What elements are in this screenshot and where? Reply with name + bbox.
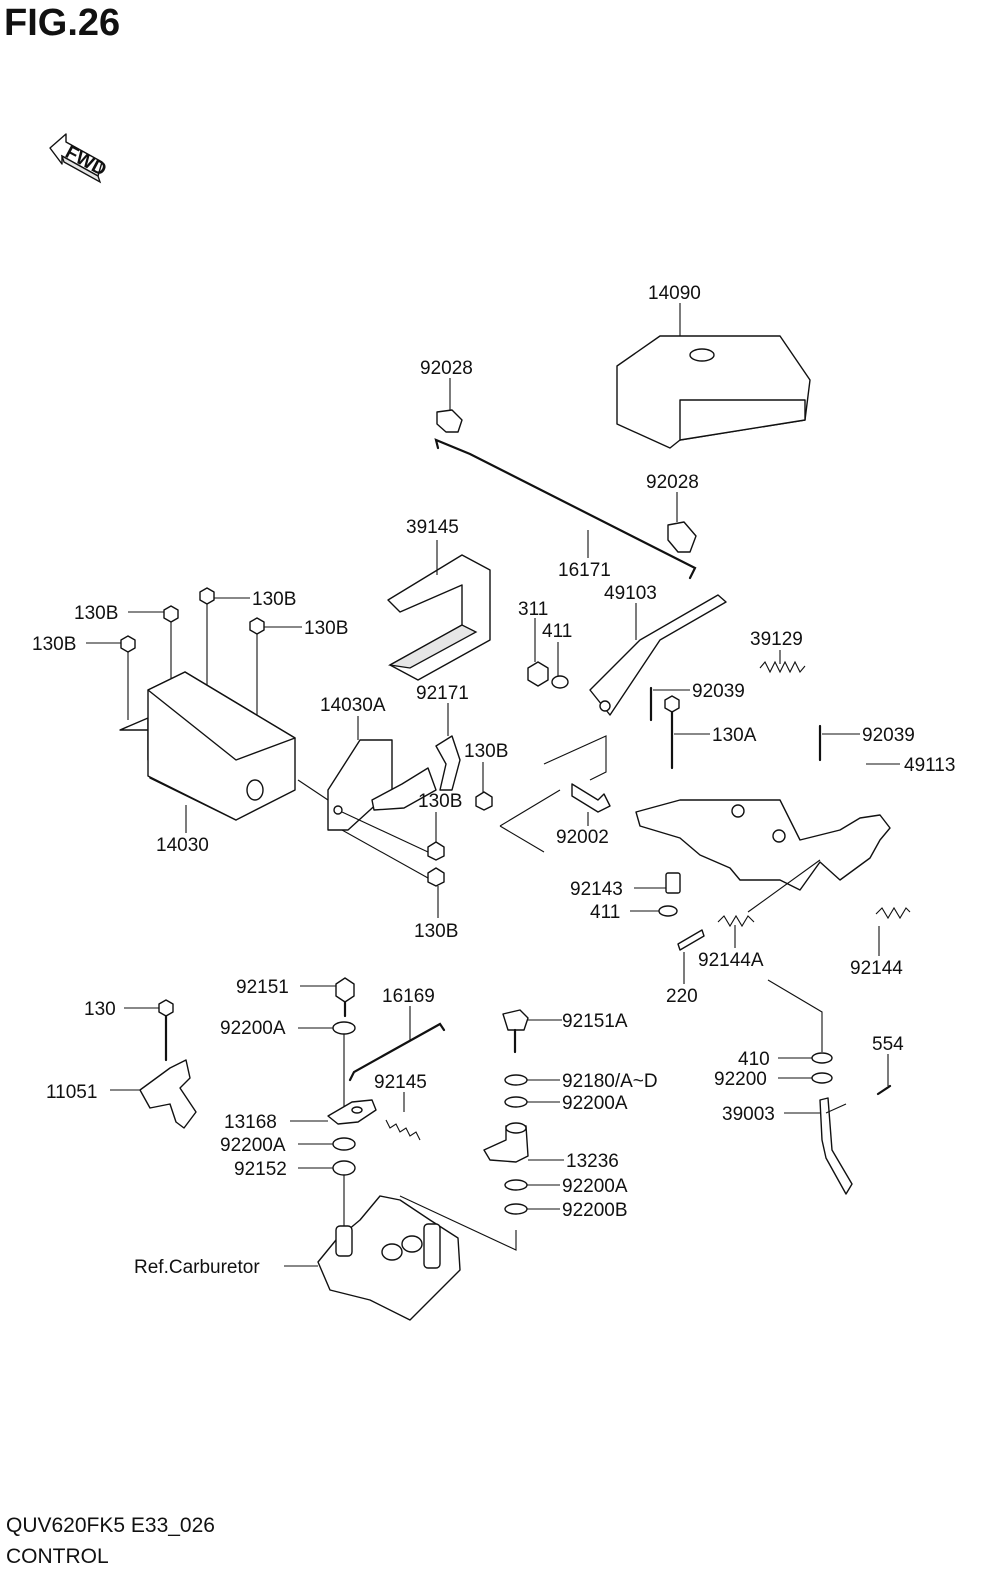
part-411-washer-bottom[interactable] (630, 905, 678, 917)
part-39003-lever[interactable] (784, 1097, 853, 1195)
callout-130B-7: 130B (414, 921, 458, 942)
part-39129-spring[interactable] (759, 650, 806, 674)
part-92180-shims[interactable] (504, 1074, 560, 1086)
part-92028-clip-mid[interactable] (667, 492, 697, 553)
callout-92028-top: 92028 (420, 358, 473, 379)
callout-220: 220 (666, 986, 698, 1007)
callout-14030A: 14030A (320, 695, 386, 716)
callout-92171: 92171 (416, 683, 469, 704)
part-92200A-washer-3[interactable] (298, 1137, 356, 1151)
callout-92200B: 92200B (562, 1200, 628, 1221)
part-13236-lever[interactable] (483, 1122, 564, 1163)
callout-92039-a: 92039 (692, 681, 745, 702)
callout-39129: 39129 (750, 629, 803, 650)
callout-92200A-4: 92200A (562, 1176, 628, 1197)
callout-130B-1: 130B (74, 603, 118, 624)
callout-311: 311 (518, 599, 548, 620)
fwd-arrow-icon: FWD (49, 133, 110, 184)
part-220-screw[interactable] (677, 929, 705, 984)
part-14090-cover[interactable] (616, 303, 811, 449)
callout-49103: 49103 (604, 583, 657, 604)
figure-title: FIG.26 (4, 2, 121, 44)
callout-92200: 92200 (714, 1069, 767, 1090)
callout-39145: 39145 (406, 517, 459, 538)
part-92039-pin-a[interactable] (649, 686, 690, 722)
part-14030A-plate[interactable] (327, 716, 437, 831)
part-13168-lever[interactable] (290, 1099, 377, 1125)
callout-130B-2: 130B (252, 589, 296, 610)
part-92144A-spring[interactable] (717, 859, 821, 948)
part-49113-bracket[interactable] (635, 763, 900, 891)
callout-410: 410 (738, 1049, 770, 1070)
part-49103-lever[interactable] (589, 594, 727, 716)
callout-92145: 92145 (374, 1072, 427, 1093)
callout-13168: 13168 (224, 1112, 277, 1133)
callout-92144: 92144 (850, 958, 903, 979)
callout-16171: 16171 (558, 560, 611, 581)
callout-14030: 14030 (156, 835, 209, 856)
callout-92151: 92151 (236, 977, 289, 998)
callout-92144A: 92144A (698, 950, 764, 971)
part-14030-box[interactable] (119, 671, 329, 833)
part-92200A-washer-1[interactable] (298, 1021, 356, 1110)
fwd-badge-text: FWD (62, 142, 110, 181)
part-16171-rod[interactable] (434, 438, 697, 580)
callout-411-bottom: 411 (590, 902, 620, 923)
part-410-washer[interactable] (767, 979, 833, 1064)
callout-14090: 14090 (648, 283, 701, 304)
part-92002-bolt[interactable] (499, 735, 611, 853)
callout-554: 554 (872, 1034, 904, 1055)
part-130A-bolt[interactable] (664, 695, 710, 770)
callout-130B-6: 130B (418, 791, 462, 812)
part-92028-clip-top[interactable] (436, 378, 463, 433)
callout-92200A-2: 92200A (562, 1093, 628, 1114)
callout-92180: 92180/A~D (562, 1071, 658, 1092)
part-92151-bolt[interactable] (300, 977, 355, 1018)
part-130B-bolts[interactable] (86, 587, 302, 720)
callout-92143: 92143 (570, 879, 623, 900)
part-carburetor-reference[interactable] (284, 1195, 517, 1321)
part-311-nut[interactable] (527, 618, 549, 687)
callout-130A: 130A (712, 725, 757, 746)
callout-ref-carburetor: Ref.Carburetor (134, 1257, 260, 1278)
callout-39003: 39003 (722, 1104, 775, 1125)
part-92200A-washer-2[interactable] (504, 1096, 560, 1108)
callout-130B-4: 130B (32, 634, 76, 655)
part-39145-cover[interactable] (387, 540, 491, 681)
part-92200B-washer[interactable] (504, 1203, 560, 1215)
part-92171-stay[interactable] (435, 703, 461, 791)
part-130-bolt[interactable] (124, 999, 174, 1062)
part-411-washer-top[interactable] (551, 642, 569, 689)
part-92152-collar[interactable] (298, 1160, 356, 1230)
part-11051-bracket[interactable] (110, 1059, 197, 1129)
callout-92039-b: 92039 (862, 725, 915, 746)
part-92151A-bolt[interactable] (502, 1009, 562, 1054)
model-code: QUV620FK5 E33_026 (6, 1514, 215, 1537)
callout-11051: 11051 (46, 1082, 97, 1103)
callout-92152: 92152 (234, 1159, 287, 1180)
callout-130: 130 (84, 999, 116, 1020)
part-16169-rod[interactable] (348, 1006, 446, 1082)
callout-49113: 49113 (904, 755, 955, 776)
callout-92028-mid: 92028 (646, 472, 699, 493)
part-92039-pin-b[interactable] (818, 724, 860, 762)
callout-16169: 16169 (382, 986, 435, 1007)
part-92145-spring[interactable] (385, 1092, 421, 1141)
callout-92200A-3: 92200A (220, 1135, 286, 1156)
part-130B-bolts-mid[interactable] (341, 762, 493, 918)
callout-92151A: 92151A (562, 1011, 628, 1032)
callout-13236: 13236 (566, 1151, 619, 1172)
section-name: CONTROL (6, 1545, 109, 1568)
callout-411-top: 411 (542, 621, 572, 642)
part-554-pin[interactable] (876, 1054, 892, 1096)
part-92200-washer[interactable] (778, 1072, 833, 1084)
callout-130B-5: 130B (464, 741, 508, 762)
part-92143-collar[interactable] (634, 872, 681, 894)
part-92200A-washer-4[interactable] (504, 1179, 560, 1191)
callout-92200A-1: 92200A (220, 1018, 286, 1039)
callout-130B-3: 130B (304, 618, 348, 639)
part-92144-spring[interactable] (875, 906, 911, 956)
callout-92002: 92002 (556, 827, 609, 848)
